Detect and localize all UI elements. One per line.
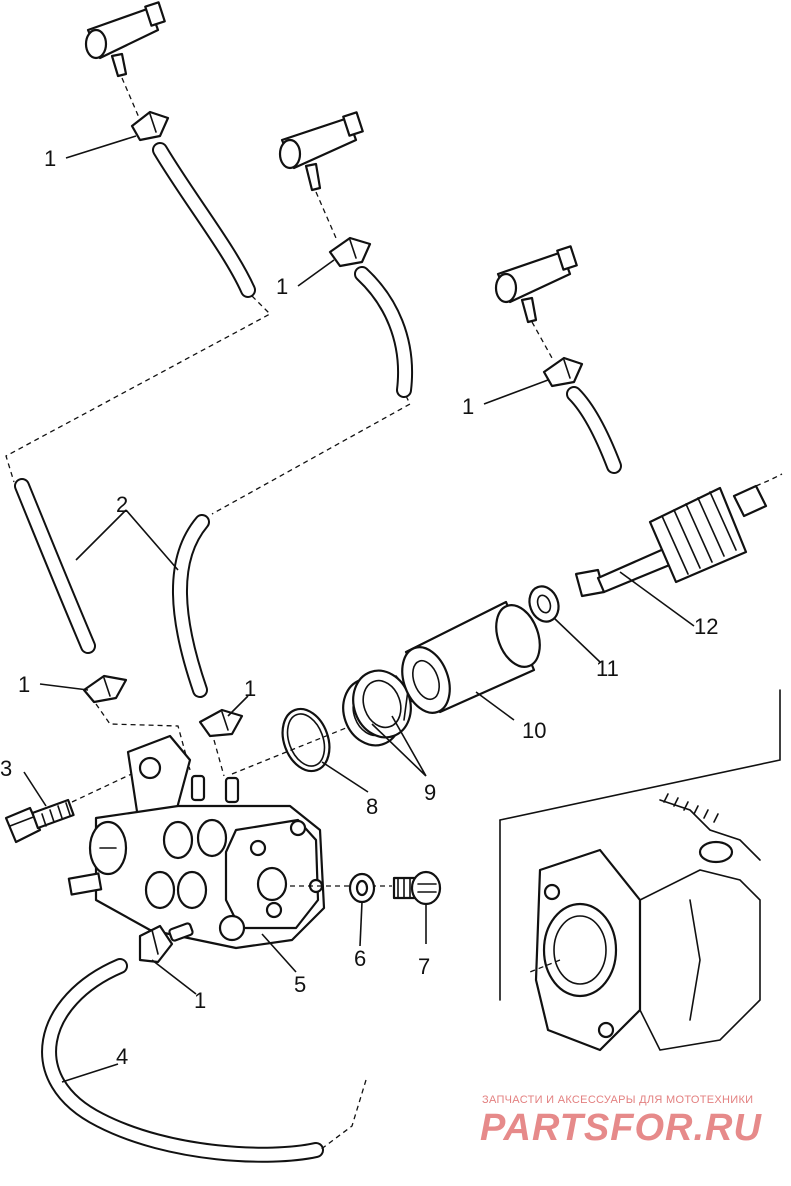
bleed-screw (392, 870, 442, 906)
callout-2: 2 (116, 492, 128, 517)
upper-hose-right (566, 386, 622, 474)
callout-1-lower-right: 1 (244, 676, 256, 701)
hose-clamp-top-left (130, 110, 170, 142)
callout-6: 6 (354, 946, 366, 971)
callout-1-top-middle: 1 (276, 274, 288, 299)
hose-clamp-top-right (542, 356, 584, 388)
drive-sleeve (401, 600, 541, 714)
feed-hose-left (14, 478, 96, 654)
callout-5: 5 (294, 972, 306, 997)
carburetor-nipple-1 (84, 1, 166, 78)
callout-1-lower-left: 1 (18, 672, 30, 697)
sealing-washer (348, 872, 376, 904)
engine-crankcase (499, 689, 781, 1052)
callout-4: 4 (116, 1044, 128, 1069)
watermark-logo: ЗАПЧАСТИ И АКСЕССУАРЫ ДЛЯ МОТОТЕХНИКИ PA… (480, 1094, 762, 1149)
feed-hose-right (172, 514, 210, 698)
callout-8: 8 (366, 794, 378, 819)
callout-1-bottom: 1 (194, 988, 206, 1013)
hose-clamp-lower-left (82, 674, 128, 704)
hose-clamp-lower-right (198, 708, 244, 738)
hose-clamp-top-middle (328, 236, 372, 268)
watermark-brand: PARTSFOR.RU (480, 1107, 762, 1149)
upper-hose-left (152, 142, 256, 298)
watermark-tagline: ЗАПЧАСТИ И АКСЕССУАРЫ ДЛЯ МОТОТЕХНИКИ (482, 1094, 753, 1106)
thrust-washer (528, 585, 560, 623)
callout-10: 10 (522, 718, 546, 743)
callout-1-top-right: 1 (462, 394, 474, 419)
callout-11: 11 (596, 656, 619, 681)
mounting-bolt (4, 798, 75, 844)
hose-clamp-bottom (138, 924, 174, 964)
shaft-seals (342, 669, 412, 747)
carburetor-nipple-3 (494, 245, 578, 324)
carburetor-nipple-2 (278, 111, 364, 192)
callout-3: 3 (0, 756, 12, 781)
callout-9: 9 (424, 780, 436, 805)
upper-hose-middle (354, 266, 413, 398)
o-ring (281, 707, 331, 773)
drive-shaft-gear (574, 484, 768, 598)
callout-1-top-left: 1 (44, 146, 56, 171)
callout-7: 7 (418, 954, 430, 979)
oil-return-hose (41, 958, 324, 1163)
callout-12: 12 (694, 614, 718, 639)
oil-pump-assembly (67, 734, 326, 950)
